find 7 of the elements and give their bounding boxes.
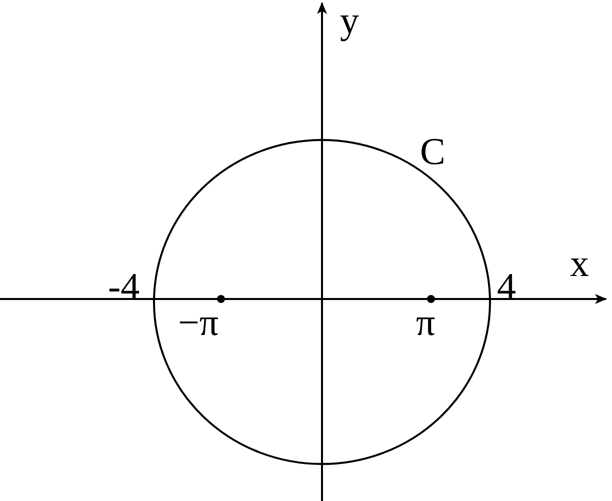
curve-label: C	[420, 133, 446, 171]
tick-label: −π	[178, 304, 219, 342]
tick-label: -4	[108, 268, 140, 306]
tick-label: 4	[497, 268, 516, 306]
axis-label: x	[570, 245, 589, 283]
axis-label: y	[340, 2, 359, 40]
tick-label: π	[416, 304, 436, 342]
